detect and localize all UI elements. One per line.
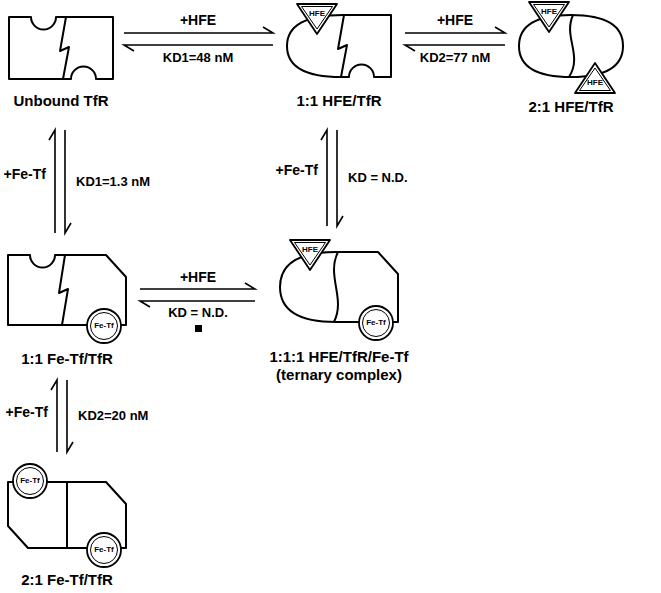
equilibrium-arrow xyxy=(140,283,255,307)
transferrin-circle: Fe-Tf xyxy=(86,532,122,568)
equilibrium-arrow xyxy=(321,130,343,226)
triangle-outline xyxy=(290,240,330,270)
label-holder: KD1=48 nM xyxy=(163,50,233,66)
receptor-state: 2:1 HFE/TfR HFE HFE xyxy=(519,2,623,116)
equilibrium-arrow xyxy=(124,27,273,51)
dissociation-constant: KD1=48 nM xyxy=(163,50,233,66)
label-holder: +HFE xyxy=(180,12,216,28)
label-holder: +Fe-Tf xyxy=(276,162,318,178)
reactant-label: +Fe-Tf xyxy=(4,166,46,182)
state-caption: 2:1 Fe-Tf/TfR xyxy=(21,571,113,589)
transferrin-circle: Fe-Tf xyxy=(12,463,48,499)
hfe-triangle: HFE xyxy=(297,4,337,34)
state-caption: 1:1 HFE/TfR xyxy=(296,92,382,110)
subunit-divider xyxy=(60,17,69,79)
reactant-label: +Fe-Tf xyxy=(276,162,318,178)
state-caption: 1:1 Fe-Tf/TfR xyxy=(21,350,113,368)
triangle-outline xyxy=(529,2,569,32)
receptor-state: 1:1 Fe-Tf/TfR Fe-Tf xyxy=(8,253,126,368)
dissociation-constant: KD2=20 nM xyxy=(78,408,148,424)
transferrin-circle: Fe-Tf xyxy=(358,305,394,341)
receptor-outline xyxy=(517,13,625,79)
triangle-outline xyxy=(297,4,337,34)
receptor-state: 1:1:1 HFE/TfR/Fe-Tf (ternary complex) HFE… xyxy=(263,238,415,384)
receptor-body xyxy=(287,15,391,77)
shape-label: Fe-Tf xyxy=(86,545,122,555)
subunit-divider xyxy=(569,15,574,77)
receptor-outline xyxy=(285,13,393,79)
receptor-state: 2:1 Fe-Tf/TfRFe-TfFe-Tf xyxy=(8,462,126,589)
dissociation-constant: KD1=1.3 nM xyxy=(76,174,150,190)
reactant-label: +Fe-Tf xyxy=(6,404,48,420)
transferrin-circle: Fe-Tf xyxy=(86,308,122,344)
shape-label: HFE xyxy=(529,7,569,17)
subunit-divider xyxy=(338,15,347,77)
subunit-divider xyxy=(66,482,68,548)
label-holder: KD = N.D. xyxy=(168,305,228,321)
state-caption: Unbound TfR xyxy=(14,92,109,110)
hfe-triangle: HFE xyxy=(290,240,330,270)
shape-label: Fe-Tf xyxy=(12,476,48,486)
receptor-body xyxy=(519,15,623,77)
label-holder: +Fe-Tf xyxy=(6,404,48,420)
reactant-label: +HFE xyxy=(180,12,216,28)
hfe-triangle: HFE xyxy=(575,63,615,93)
label-holder: KD2=77 nM xyxy=(420,50,490,66)
shape-label: Fe-Tf xyxy=(358,318,394,328)
shape-label: HFE xyxy=(297,9,337,19)
receptor-body xyxy=(9,17,113,79)
label-holder: +Fe-Tf xyxy=(4,166,46,182)
state-caption: 2:1 HFE/TfR xyxy=(528,98,614,116)
subunit-divider xyxy=(334,252,338,322)
hfe-triangle: HFE xyxy=(529,2,569,32)
dissociation-constant: KD = N.D. xyxy=(168,305,228,321)
label-holder: +HFE xyxy=(437,12,473,28)
shape-label: Fe-Tf xyxy=(86,321,122,331)
label-holder: KD2=20 nM xyxy=(78,408,148,424)
shape-label: HFE xyxy=(290,245,330,255)
state-caption: 1:1:1 HFE/TfR/Fe-Tf (ternary complex) xyxy=(266,348,412,384)
marker-square xyxy=(195,325,202,332)
dissociation-constant: KD = N.D. xyxy=(348,170,408,186)
dissociation-constant: KD2=77 nM xyxy=(420,50,490,66)
receptor-outline xyxy=(7,15,115,81)
receptor-state: 1:1 HFE/TfR HFE xyxy=(287,4,391,110)
label-holder: KD = N.D. xyxy=(348,170,408,186)
equilibrium-arrow xyxy=(405,27,505,51)
label-holder: +HFE xyxy=(180,269,216,285)
reactant-label: +HFE xyxy=(180,269,216,285)
subunit-divider xyxy=(59,255,68,325)
shape-label: HFE xyxy=(575,78,615,88)
label-holder: KD1=1.3 nM xyxy=(76,174,150,190)
equilibrium-arrow xyxy=(49,130,71,233)
reactant-label: +HFE xyxy=(437,12,473,28)
receptor-state: Unbound TfR xyxy=(9,14,113,110)
equilibrium-arrow xyxy=(51,380,73,452)
